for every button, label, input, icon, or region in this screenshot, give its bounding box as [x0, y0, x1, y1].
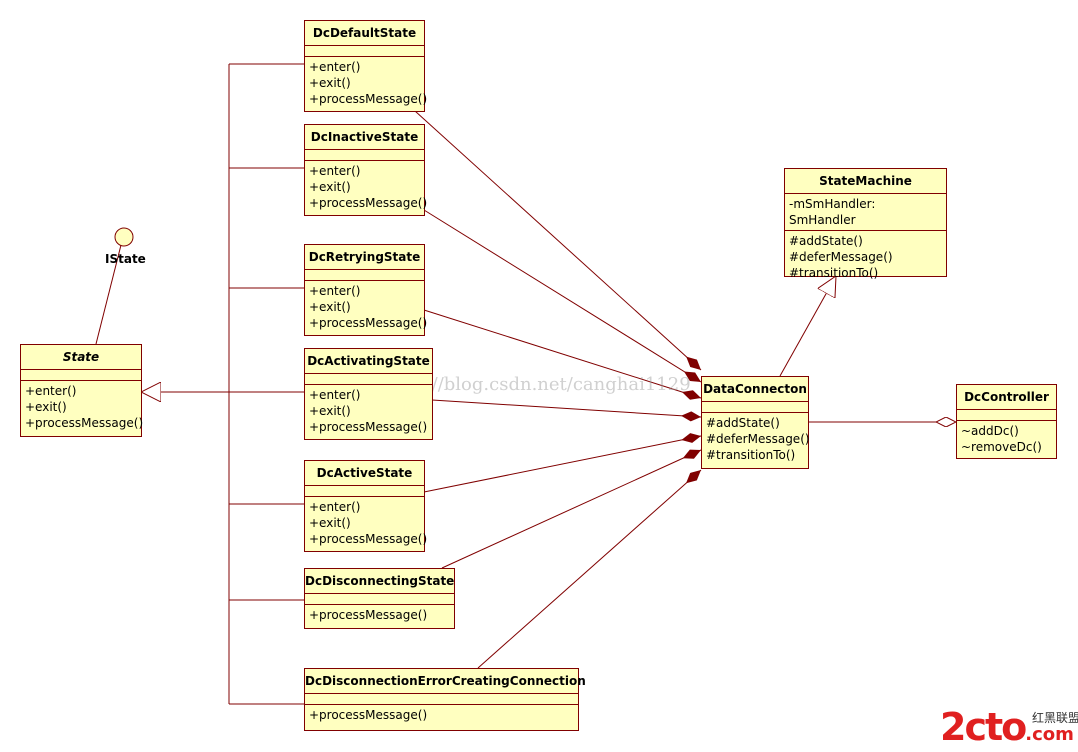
class-name: DataConnecton — [702, 377, 808, 402]
class-name: DcDisconnectionErrorCreatingConnection — [305, 669, 586, 694]
class-dc-activating-state[interactable]: DcActivatingState +enter() +exit() +process… — [304, 348, 433, 440]
attributes-section — [702, 402, 808, 413]
logo-suffix: .com — [1025, 724, 1074, 745]
class-name: DcDisconnectingState — [305, 569, 454, 594]
attributes-section — [305, 46, 424, 57]
method: +enter() — [25, 384, 77, 398]
class-dc-inactive-state[interactable]: DcInactiveState +enter() +exit() +processMe… — [304, 124, 428, 216]
class-dc-disconnecting-state[interactable]: DcDisconnectingState +processMessage() — [304, 568, 455, 629]
method: #deferMessage() — [706, 432, 810, 446]
methods-section: +enter() +exit() +processMessage() — [21, 381, 144, 433]
class-dc-controller[interactable]: DcController ~addDc() ~removeDc() — [956, 384, 1057, 459]
method: +enter() — [309, 388, 361, 402]
interface-circle-icon — [114, 227, 134, 247]
method: +processMessage() — [309, 196, 428, 210]
class-name: DcController — [957, 385, 1056, 410]
method: +processMessage() — [309, 708, 428, 722]
methods-section: +processMessage() — [305, 605, 454, 625]
method: #addState() — [706, 416, 780, 430]
method: +enter() — [309, 500, 361, 514]
method: +exit() — [309, 300, 351, 314]
method: +enter() — [309, 284, 361, 298]
method: +processMessage() — [309, 420, 428, 434]
attributes-section — [305, 594, 454, 605]
class-dc-disconnection-error[interactable]: DcDisconnectionErrorCreatingConnection +p… — [304, 668, 586, 731]
method: +exit() — [25, 400, 67, 414]
class-state[interactable]: State +enter() +exit() +processMessage() — [20, 344, 144, 437]
attributes-section — [957, 410, 1056, 421]
methods-section: +enter() +exit() +processMessage() — [305, 497, 428, 549]
class-dc-active-state[interactable]: DcActiveState +enter() +exit() +processMess… — [304, 460, 428, 552]
class-name: DcInactiveState — [305, 125, 424, 150]
method: +enter() — [309, 60, 361, 74]
class-dc-default-state[interactable]: DcDefaultState +enter() +exit() +processMes… — [304, 20, 428, 112]
watermark: http://blog.csdn.net/canghai1129 — [388, 374, 691, 395]
class-name: DcRetryingState — [305, 245, 424, 270]
attributes-section — [305, 270, 424, 281]
method: +exit() — [309, 404, 351, 418]
method: +processMessage() — [309, 316, 428, 330]
class-name: State — [21, 345, 141, 370]
methods-section: +enter() +exit() +processMessage() — [305, 385, 432, 437]
method: +exit() — [309, 76, 351, 90]
attributes-section — [305, 486, 424, 497]
class-state-machine[interactable]: StateMachine -mSmHandler: SmHandler #addSt… — [784, 168, 947, 280]
attributes-section — [305, 694, 578, 705]
logo-main: 2cto — [940, 705, 1027, 749]
method: +processMessage() — [25, 416, 144, 430]
methods-section: +processMessage() — [305, 705, 578, 725]
method: +processMessage() — [309, 92, 428, 106]
logo-cn: 红黑联盟 — [1032, 711, 1078, 725]
methods-section: #addState() #deferMessage() #transitionTo(… — [785, 231, 946, 283]
interface-label: IState — [105, 252, 146, 266]
attributes-section — [305, 374, 432, 385]
methods-section: #addState() #deferMessage() #transitionTo(… — [702, 413, 810, 465]
method: ~addDc() — [961, 424, 1019, 438]
methods-section: +enter() +exit() +processMessage() — [305, 57, 428, 109]
method: #addState() — [789, 234, 863, 248]
method: +exit() — [309, 180, 351, 194]
class-name: DcActiveState — [305, 461, 424, 486]
attributes-section: -mSmHandler: SmHandler — [785, 194, 946, 231]
class-name: DcActivatingState — [305, 349, 432, 374]
class-dc-retrying-state[interactable]: DcRetryingState +enter() +exit() +processMe… — [304, 244, 428, 336]
class-name: StateMachine — [785, 169, 946, 194]
methods-section: ~addDc() ~removeDc() — [957, 421, 1056, 457]
methods-section: +enter() +exit() +processMessage() — [305, 161, 428, 213]
methods-section: +enter() +exit() +processMessage() — [305, 281, 428, 333]
attribute: -mSmHandler: SmHandler — [789, 197, 876, 227]
attributes-section — [21, 370, 141, 381]
method: +processMessage() — [309, 532, 428, 546]
method: #deferMessage() — [789, 250, 893, 264]
method: ~removeDc() — [961, 440, 1042, 454]
class-name: DcDefaultState — [305, 21, 424, 46]
method: #transitionTo() — [706, 448, 796, 462]
method: +processMessage() — [309, 608, 428, 622]
method: +enter() — [309, 164, 361, 178]
attributes-section — [305, 150, 424, 161]
method: #transitionTo() — [789, 266, 879, 280]
method: +exit() — [309, 516, 351, 530]
class-data-connection[interactable]: DataConnecton#addState()#deferMessage()#… — [701, 376, 810, 469]
